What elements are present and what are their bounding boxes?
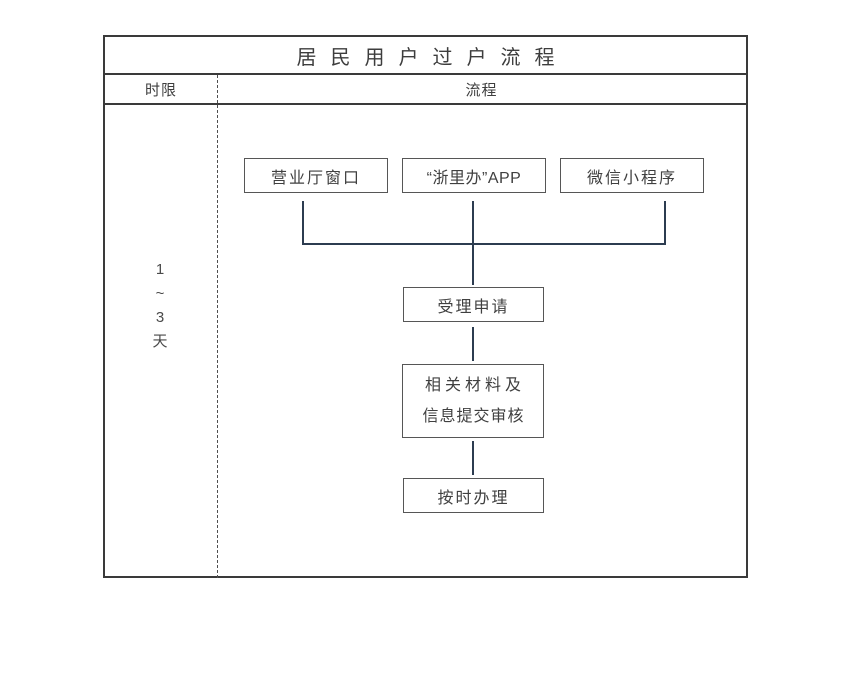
flow-node-business-hall-window: 营业厅窗口 (244, 158, 388, 193)
page-title: 居民用户过户流程 (296, 46, 569, 69)
table-header-row: 时限 流程 (105, 75, 746, 105)
time-limit-line: 3 (155, 309, 165, 326)
connector-line-review-to-handle (472, 441, 474, 475)
header-time-limit: 时限 (144, 81, 177, 99)
flow-node-materials-review: 相关材料及 信息提交审核 (402, 364, 544, 438)
connector-line-merge-horizontal (302, 243, 666, 245)
time-limit-line: 天 (152, 333, 168, 350)
connector-line-accept-to-review (472, 327, 474, 361)
flow-node-materials-review-line1: 相关材料及 (424, 377, 525, 394)
connector-line-right-drop (664, 201, 666, 244)
time-limit-line: 1 (155, 261, 165, 278)
time-limit-line: ~ (155, 285, 165, 302)
title-row: 居民用户过户流程 (105, 37, 746, 75)
time-limit-value: 1 ~ 3 天 (125, 258, 195, 354)
flow-node-wechat-mini-program: 微信小程序 (560, 158, 704, 193)
flow-node-accept-application: 受理申请 (403, 287, 544, 322)
flow-node-zheliban-app: “浙里办”APP (402, 158, 546, 193)
connector-line-left-drop (302, 201, 304, 244)
flow-node-handle-on-time: 按时办理 (403, 478, 544, 513)
header-process: 流程 (465, 81, 498, 99)
flow-node-materials-review-line2: 信息提交审核 (422, 408, 525, 425)
column-divider-dashed-line (217, 75, 218, 578)
